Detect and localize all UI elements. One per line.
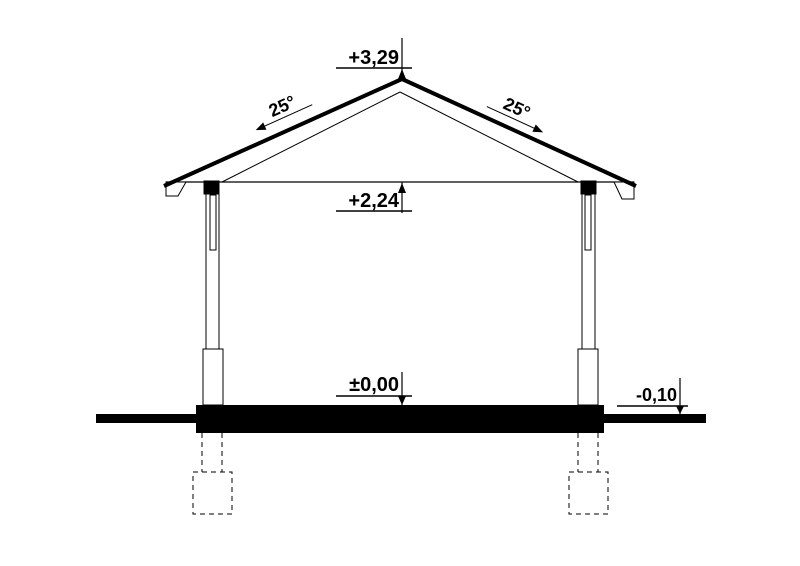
foundation-left [192, 433, 233, 515]
left-slope-label: 25° [266, 91, 299, 120]
roof-truss [165, 91, 635, 200]
column-left [202, 180, 224, 406]
ground-line [96, 414, 706, 423]
column-right [577, 180, 599, 406]
right-slope-label: 25° [500, 93, 533, 123]
left-slope-annotation: 25° [255, 91, 313, 131]
ridge-elevation-marker: +3,29 [336, 38, 412, 80]
eaves-elevation-label: +2,24 [348, 190, 399, 212]
eaves-elevation-marker: +2,24 [336, 182, 412, 213]
right-slope-annotation: 25° [486, 93, 544, 133]
roof-covering [163, 77, 637, 188]
foundation-right [568, 433, 609, 515]
floor-elevation-label: ±0,00 [349, 374, 399, 396]
floor-elevation-marker: ±0,00 [336, 372, 412, 405]
ground-elevation-marker: -0,10 [617, 378, 688, 414]
floor-slab [196, 405, 604, 433]
ground-elevation-label: -0,10 [636, 385, 677, 405]
ridge-elevation-label: +3,29 [348, 47, 399, 69]
